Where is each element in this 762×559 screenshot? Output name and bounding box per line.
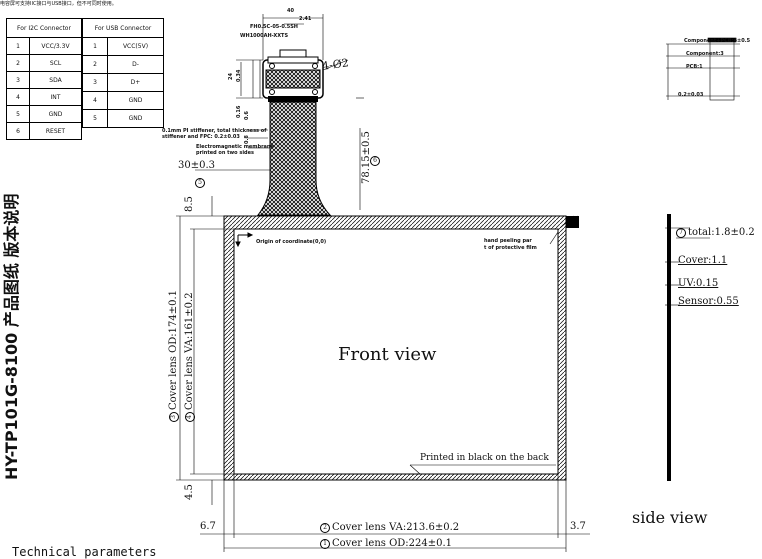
connector-part-label-2: WH1000AH-XXTS <box>240 33 289 39</box>
stack-pcb: PCB:1 <box>686 64 703 70</box>
table-cell: D- <box>107 55 164 74</box>
dim-24-label: 24 <box>228 73 234 80</box>
dim-37-label: 3.7 <box>570 521 586 532</box>
emi-note-2: printed on two sides <box>196 150 254 156</box>
stack-component: Component:3 <box>686 51 724 57</box>
connector-part-label: FH0.5C-05-0.5SH <box>250 24 298 30</box>
front-view-title: Front view <box>338 344 437 365</box>
technical-parameters-heading: Technical parameters <box>12 545 157 559</box>
peel-note-2: t of protective film <box>484 245 537 251</box>
dim-67-label: 6.7 <box>200 521 216 532</box>
peel-note-1: hand peeling par <box>484 238 532 244</box>
connector-dimensions <box>195 14 364 210</box>
dim-30-num: 5 <box>195 172 207 191</box>
stiffener-note: 0.1mm PI stiffener, total thickness of s… <box>162 128 267 140</box>
table-cell: RESET <box>29 122 82 140</box>
table-cell: INT <box>29 88 82 106</box>
dim-30-label: 30±0.3 <box>178 160 216 171</box>
width-dimensions <box>200 474 590 552</box>
side-view-title: side view <box>632 508 708 527</box>
origin-arrow <box>235 232 254 248</box>
stack-component-pcb: Component+PCB:4±0.5 <box>684 38 751 44</box>
stackup-diagram <box>666 37 740 101</box>
dim-85-label: 8.5 <box>184 196 195 212</box>
table-cell: 5 <box>82 109 108 128</box>
table-cell: GND <box>107 109 164 128</box>
dim-016-label: 0.16 <box>236 105 242 118</box>
side-cover-label: Cover:1.1 <box>678 255 728 266</box>
side-sensor-label: Sensor:0.55 <box>678 296 739 307</box>
dim-241-label: 2.41 <box>299 16 312 22</box>
dim-034-label: 0.34 <box>236 69 242 82</box>
origin-note: Origin of coordinate(0,0) <box>256 239 327 245</box>
dim-06-label: 0.6 <box>244 111 250 120</box>
dim-45-label: 4.5 <box>184 484 195 500</box>
fpc-tail <box>256 96 332 216</box>
stack-thickness: 0.2±0.03 <box>678 92 704 98</box>
emi-note-1: Electromagnetic membrane <box>196 144 274 150</box>
fpc-connector <box>262 49 324 99</box>
cover-lens <box>223 215 579 481</box>
table-cell: D+ <box>107 73 164 92</box>
dim-40-label: 40 <box>287 8 294 14</box>
height-dimensions <box>176 196 234 505</box>
interface-note: 电容屏可支持IIC接口与USB接口，但不可同时使用。 <box>0 1 117 7</box>
print-note: Printed in black on the back <box>420 453 549 463</box>
cover-va-height-label: 4Cover lens VA:161±0.2 <box>184 292 195 422</box>
dim-78-num: 6 <box>370 150 382 169</box>
cover-od-height-label: 3Cover lens OD:174±0.1 <box>168 290 179 422</box>
side-uv-label: UV:0.15 <box>678 278 719 289</box>
